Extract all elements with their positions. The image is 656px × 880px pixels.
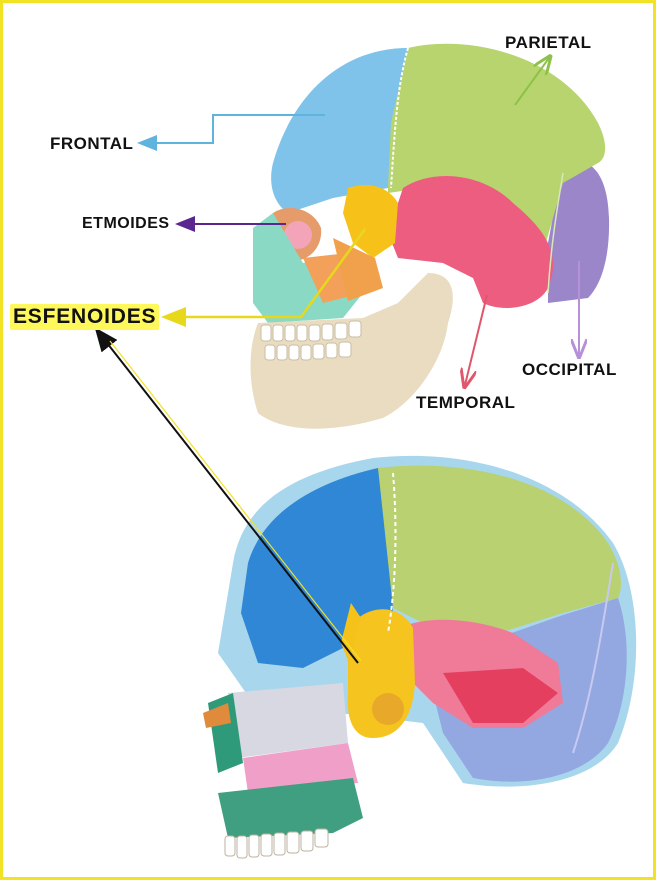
label-frontal: FRONTAL — [50, 134, 134, 153]
label-temporal: TEMPORAL — [416, 393, 516, 412]
label-esfenoides: ESFENOIDES — [10, 304, 160, 330]
frontal-pointer — [137, 114, 325, 151]
palate — [218, 778, 363, 838]
nasal-septum — [228, 683, 348, 758]
label-parietal: PARIETAL — [505, 33, 592, 52]
label-occipital: OCCIPITAL — [522, 360, 617, 379]
teeth-lower — [264, 341, 352, 361]
parietal-section — [378, 465, 621, 638]
frontal-bone — [271, 48, 408, 213]
skull-illustrations — [94, 43, 637, 859]
esfenoides-long-pointer — [94, 327, 359, 664]
teeth-upper — [260, 320, 362, 342]
parietal-pointer — [514, 58, 549, 106]
parietal-bone — [388, 43, 606, 253]
lateral-skull — [250, 43, 610, 429]
occipital-bone — [548, 160, 610, 303]
mandible — [250, 273, 453, 429]
label-etmoides: ETMOIDES — [82, 215, 170, 232]
temporal-bone — [388, 176, 554, 308]
teeth-section — [224, 828, 329, 859]
esfenoides-pointer — [161, 228, 367, 327]
pointer-lines — [94, 58, 579, 664]
temporal-pointer — [465, 294, 488, 385]
sagittal-skull — [203, 455, 637, 859]
